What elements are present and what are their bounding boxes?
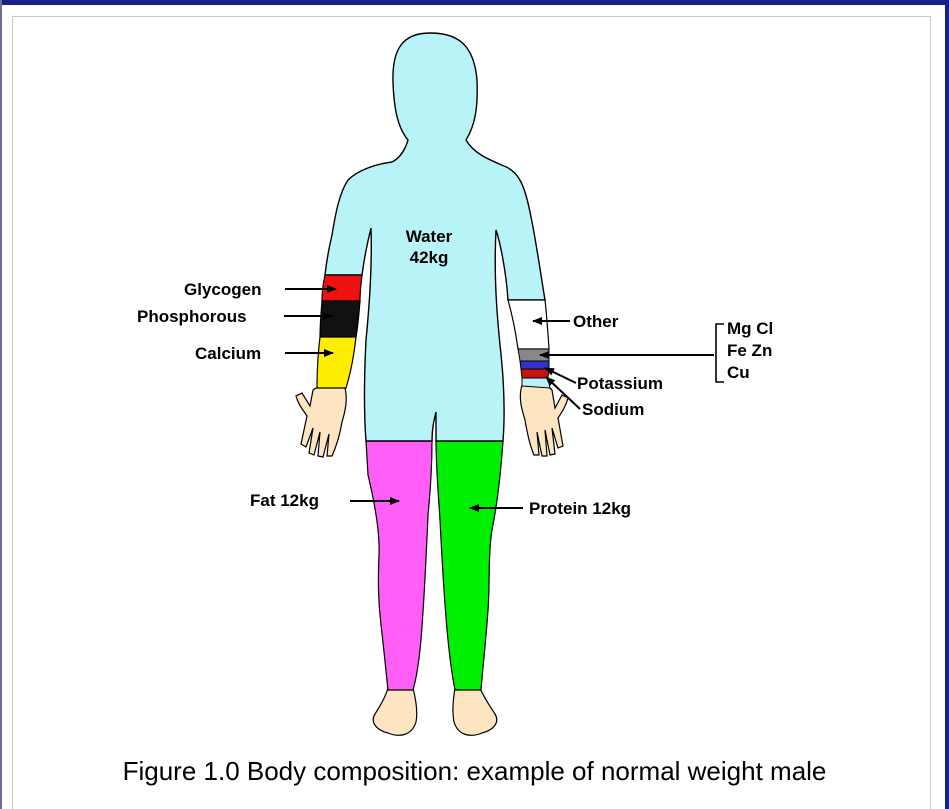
right-foot (453, 688, 497, 735)
calcium-label: Calcium (195, 344, 261, 363)
other-label: Other (573, 312, 619, 331)
glycogen-label: Glycogen (184, 280, 261, 299)
water-label: Water (406, 227, 453, 246)
left-foot (373, 688, 417, 735)
fat-label: Fat 12kg (250, 491, 319, 510)
other-band (508, 300, 549, 349)
calcium-band (317, 337, 356, 388)
figure-caption: Figure 1.0 Body composition: example of … (0, 756, 949, 787)
fat-left-leg (366, 441, 432, 690)
trace-line2-label: Fe Zn (727, 341, 772, 360)
water-amount-label: 42kg (410, 248, 449, 267)
trace-line3-label: Cu (727, 363, 750, 382)
left-hand (296, 387, 346, 457)
protein-label: Protein 12kg (529, 499, 631, 518)
potassium-band (520, 361, 549, 369)
phosphorous-band (320, 301, 360, 337)
trace-line1-label: Mg Cl (727, 319, 773, 338)
trace-bracket (716, 324, 724, 382)
right-hand (520, 385, 568, 456)
sodium-label: Sodium (582, 400, 644, 419)
wrist-lower (522, 378, 550, 388)
phosphorous-label: Phosphorous (137, 307, 247, 326)
potassium-label: Potassium (577, 374, 663, 393)
protein-right-leg (436, 441, 503, 690)
sodium-band (521, 369, 549, 378)
